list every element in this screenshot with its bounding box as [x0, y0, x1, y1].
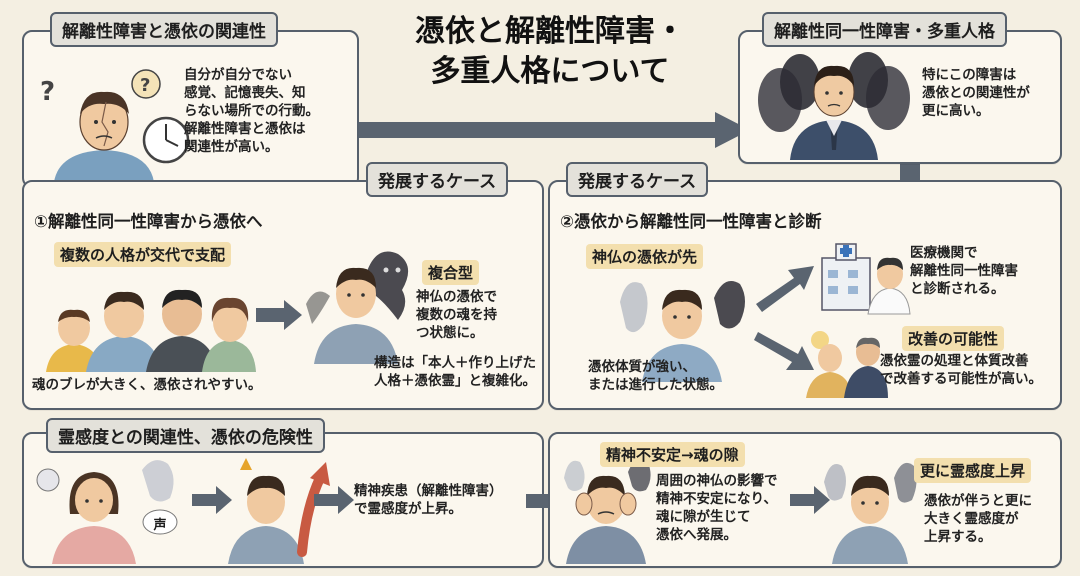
text-line: 医療機関で	[910, 245, 978, 261]
text-line: 憑依体質が強い、	[588, 359, 696, 375]
text-line: 複数の魂を持	[416, 307, 497, 323]
text-line: 精神疾患（解離性障害）	[354, 483, 503, 499]
voice-label: 声	[153, 518, 167, 533]
panel4-subtitle: ②憑依から解離性同一性障害と診断	[560, 212, 822, 231]
panel2-text: 特にこの障害は 憑依との関連性が 更に高い。	[922, 66, 1052, 120]
text-line: 精神不安定になり、	[656, 491, 777, 507]
panel-case-possession-to-did: ②憑依から解離性同一性障害と診断 神仏の憑依が先 医療機関で 解離性同一性障害 …	[548, 180, 1062, 410]
text-line: つ状態に。	[416, 325, 484, 341]
text-line: 憑依との関連性が	[922, 85, 1030, 101]
panel5-text: 精神疾患（解離性障害） で霊感度が上昇。	[354, 482, 539, 518]
svg-text:?: ?	[40, 77, 55, 107]
panel-sensitivity-risk: 声 精神疾患（解離性障害） で霊感度が上昇。	[22, 432, 544, 568]
text-line: で霊感度が上昇。	[354, 501, 462, 517]
text-line: 人格＋憑依霊」と複雑化。	[374, 373, 536, 389]
arrow-right-icon	[192, 486, 232, 514]
panel4-improve-text: 憑依霊の処理と体質改善 で改善する可能性が高い。	[880, 352, 1058, 388]
panel4-medical-text: 医療機関で 解離性同一性障害 と診断される。	[910, 244, 1055, 298]
text-line: 感覚、記憶喪失、知	[184, 85, 306, 101]
person-with-spirits-illustration	[620, 281, 745, 382]
arrow-right-icon	[314, 486, 354, 514]
text-line: で改善する可能性が高い。	[880, 371, 1042, 387]
panel4-highlight: 神仏の憑依が先	[586, 244, 704, 269]
arrow-right-icon	[256, 300, 302, 330]
panel2-tab: 解離性同一性障害・多重人格	[762, 12, 1007, 47]
svg-text:?: ?	[140, 75, 150, 96]
panel3-highlight: 複数の人格が交代で支配	[54, 242, 232, 267]
panel-dissociation-possession: ? ? 自分が自分でない 感覚、記憶喪失、知 らない場所での行動。 解離性障害と…	[22, 30, 359, 188]
arrow-up-right-icon	[756, 266, 814, 312]
panel4-improve-label: 改善の可能性	[902, 326, 1005, 351]
man-with-shadows-illustration	[758, 52, 910, 160]
arrow-right-icon	[355, 112, 750, 148]
confused-person-illustration: ? ?	[40, 69, 190, 182]
panel-instability-sensitivity: 精神不安定→魂の隙 周囲の神仏の影響で 精神不安定になり、 魂に隙が生じて 憑依…	[548, 432, 1062, 568]
arrow-down-right-icon	[754, 332, 814, 370]
text-line: 解離性障害と憑依は	[184, 121, 306, 137]
family-illustration	[46, 289, 256, 372]
text-line: と診断される。	[910, 281, 1005, 297]
text-line: 憑依が伴うと更に	[924, 493, 1032, 509]
panel3-caption: 魂のブレが大きく、憑依されやすい。	[32, 377, 262, 393]
panel5-tab: 霊感度との関連性、憑依の危険性	[46, 418, 325, 453]
text-line: らない場所での行動。	[184, 103, 319, 119]
page-title: 憑依と解離性障害・ 多重人格について	[370, 12, 730, 92]
hospital-doctor-illustration	[821, 243, 911, 315]
title-line-1: 憑依と解離性障害・	[415, 14, 685, 49]
panel6-highlight2: 更に霊感度上昇	[914, 458, 1032, 483]
panel3-type-label: 複合型	[422, 260, 480, 285]
text-line: 憑依へ発展。	[656, 527, 737, 543]
text-line: 魂に隙が生じて	[656, 509, 751, 525]
text-line: 構造は「本人＋作り上げた	[374, 355, 536, 371]
person-rising-sensitivity-illustration	[228, 458, 330, 564]
text-line: 関連性が高い。	[184, 139, 279, 155]
panel-dissociative-identity: 特にこの障害は 憑依との関連性が 更に高い。	[738, 30, 1062, 164]
text-line: 特にこの障害は	[922, 67, 1017, 83]
text-line: 大きく霊感度が	[924, 511, 1019, 527]
text-line: 更に高い。	[922, 103, 990, 119]
panel6-text2: 憑依が伴うと更に 大きく霊感度が 上昇する。	[924, 492, 1054, 546]
title-line-2: 多重人格について	[430, 54, 670, 89]
panel6-highlight1: 精神不安定→魂の隙	[600, 442, 745, 467]
person-surrounded-spirits-illustration	[824, 462, 917, 564]
panel1-tab: 解離性障害と憑依の関連性	[50, 12, 278, 47]
possessed-person-illustration	[306, 251, 409, 364]
woman-hearing-voices-illustration	[36, 460, 178, 564]
panel4-caption: 憑依体質が強い、 または進行した状態。	[588, 358, 758, 394]
text-line: 自分が自分でない	[184, 67, 292, 83]
panel6-text1: 周囲の神仏の影響で 精神不安定になり、 魂に隙が生じて 憑依へ発展。	[656, 472, 806, 544]
healer-illustration	[806, 331, 888, 398]
panel3-structure-text: 構造は「本人＋作り上げた 人格＋憑依霊」と複雑化。	[336, 354, 536, 390]
panel3-subtitle: ①解離性同一性障害から憑依へ	[34, 212, 263, 231]
panel3-type-text: 神仏の憑依で 複数の魂を持 つ状態に。	[416, 288, 536, 342]
text-line: 解離性同一性障害	[910, 263, 1018, 279]
text-line: 上昇する。	[924, 529, 992, 545]
distressed-person-illustration	[564, 458, 651, 564]
text-line: 憑依霊の処理と体質改善	[880, 353, 1029, 369]
case-tab-right: 発展するケース	[566, 162, 709, 197]
text-line: 神仏の憑依で	[416, 289, 497, 305]
panel1-text: 自分が自分でない 感覚、記憶喪失、知 らない場所での行動。 解離性障害と憑依は …	[184, 66, 354, 156]
arrow-right-icon	[790, 486, 830, 514]
text-line: 周囲の神仏の影響で	[656, 473, 778, 489]
case-tab-left: 発展するケース	[366, 162, 509, 197]
text-line: または進行した状態。	[588, 377, 723, 393]
panel-case-did-to-possession: ①解離性同一性障害から憑依へ 複数の人格が交代で支配 複合型 神仏の憑依で 複数…	[22, 180, 544, 410]
